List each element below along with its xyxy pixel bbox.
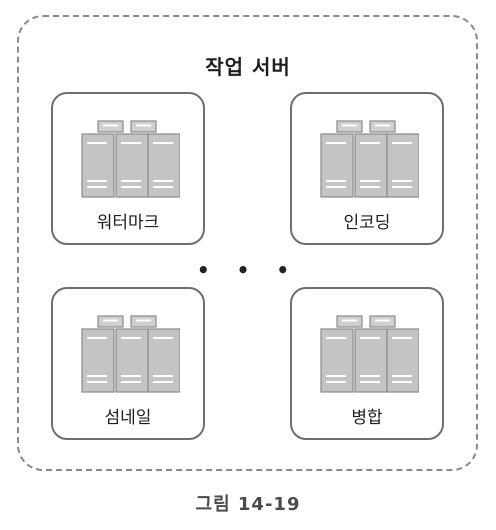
work-server-group (17, 15, 478, 471)
worker-label: 섬네일 (104, 408, 152, 428)
worker-label: 워터마크 (96, 213, 160, 233)
worker-card-encoding: 인코딩 (290, 92, 444, 245)
server-rack-icon (320, 315, 419, 393)
worker-label: 병합 (351, 408, 383, 428)
server-rack-icon (81, 315, 180, 393)
worker-card-merge: 병합 (290, 287, 444, 440)
worker-card-watermark: 워터마크 (51, 92, 205, 245)
group-title: 작업 서버 (205, 55, 291, 79)
worker-card-thumbnail: 섬네일 (51, 287, 205, 440)
server-rack-icon (320, 120, 419, 198)
more-workers-ellipsis: • • • (196, 258, 300, 282)
worker-label: 인코딩 (343, 213, 391, 233)
server-rack-icon (81, 120, 180, 198)
figure-caption: 그림 14-19 (195, 494, 301, 515)
